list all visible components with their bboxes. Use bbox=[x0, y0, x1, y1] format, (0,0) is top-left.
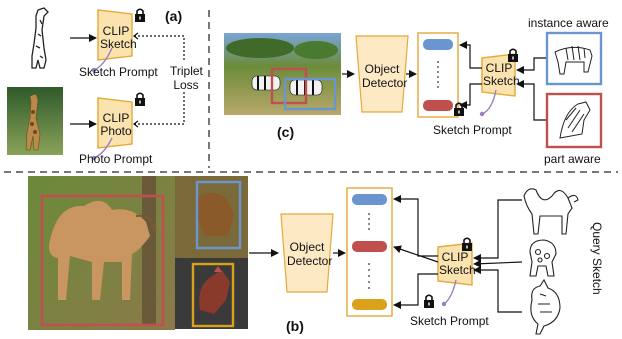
panel-a-tag: (a) bbox=[165, 8, 183, 24]
arrow-clip-to-token-red-c bbox=[459, 83, 482, 109]
triplet-text: Triplet bbox=[170, 64, 203, 78]
clip-label: CLIP bbox=[485, 61, 513, 75]
object-text: Object bbox=[289, 240, 325, 254]
object-detector-c bbox=[355, 35, 409, 113]
instance-aware-sketch-box bbox=[545, 31, 603, 86]
detector-text: Detector bbox=[362, 76, 408, 90]
part-aware-sketch-box bbox=[545, 92, 603, 149]
lock-icon bbox=[135, 8, 145, 22]
arrow-rooster-sketch-to-clip bbox=[473, 266, 522, 313]
token-ellipsis-b-bottom bbox=[368, 263, 370, 289]
panel-c-tag: (c) bbox=[277, 124, 295, 140]
lock-icon bbox=[462, 237, 472, 251]
sketch-label: Sketch bbox=[100, 37, 137, 51]
arrow-elephant-sketch-to-clip bbox=[473, 259, 523, 268]
sketch-label: Sketch bbox=[439, 263, 476, 277]
lock-icon bbox=[424, 294, 434, 308]
token-red-c bbox=[423, 100, 453, 111]
arrow-clip-to-token-red-b bbox=[393, 245, 439, 263]
bbox-red-zebra bbox=[270, 67, 308, 105]
zebra-photo bbox=[224, 33, 341, 115]
arrow-part-to-clip bbox=[516, 80, 546, 121]
clip-photo-a-label: CLIP Photo bbox=[100, 112, 132, 138]
elephant-sketch-icon bbox=[529, 239, 557, 277]
zebra-sketch-icon bbox=[554, 45, 593, 75]
rooster-sketch-icon bbox=[530, 278, 561, 335]
object-detector-b bbox=[280, 213, 334, 293]
token-ellipsis-c bbox=[437, 61, 439, 88]
arrow-instance-to-clip bbox=[516, 57, 546, 74]
camel-photo bbox=[28, 176, 175, 330]
part-aware-label: part aware bbox=[544, 152, 601, 166]
zebra-head-sketch-icon bbox=[559, 101, 591, 139]
detector-text: Detector bbox=[287, 254, 333, 268]
sketch-label: Sketch bbox=[483, 74, 520, 88]
sketch-prompt-c-label: Sketch Prompt bbox=[433, 123, 512, 137]
bbox-blue-dog bbox=[195, 180, 242, 250]
bbox-yellow-rooster bbox=[191, 262, 235, 328]
arrow-clip-to-token-yellow-b bbox=[393, 273, 438, 309]
clip-photo-a-block bbox=[97, 97, 133, 149]
panel-b-tag: (b) bbox=[286, 318, 304, 334]
lock-icon bbox=[454, 102, 464, 116]
giraffe-sketch-icon bbox=[31, 7, 49, 69]
giraffe-photo bbox=[7, 87, 63, 155]
clip-label: CLIP bbox=[102, 24, 130, 38]
token-blue-b bbox=[352, 194, 387, 205]
clip-sketch-b-label: CLIP Sketch bbox=[439, 250, 476, 277]
loss-text: Loss bbox=[173, 78, 199, 92]
clip-sketch-a-label: CLIP Sketch bbox=[100, 24, 137, 51]
dog-photo bbox=[175, 176, 248, 258]
token-yellow-b bbox=[352, 299, 387, 310]
clip-sketch-b-block bbox=[437, 242, 473, 286]
clip-label: CLIP bbox=[102, 111, 130, 125]
sketch-prompt-b-label: Sketch Prompt bbox=[410, 314, 489, 328]
clip-label: CLIP bbox=[441, 250, 469, 264]
object-detector-b-label: Object Detector bbox=[287, 240, 332, 268]
triplet-loss-label: Triplet Loss bbox=[170, 64, 203, 92]
camel-sketch-icon bbox=[523, 188, 579, 235]
arrow-clip-to-token-blue-c bbox=[459, 41, 482, 69]
triplet-loss-connector bbox=[134, 35, 185, 125]
clip-sketch-c-label: CLIP Sketch bbox=[483, 61, 520, 88]
token-red-b bbox=[352, 241, 387, 252]
clip-sketch-a-block bbox=[97, 9, 133, 61]
arrow-clip-to-token-blue-b bbox=[393, 195, 438, 257]
lock-icon bbox=[135, 92, 145, 106]
bbox-red-camel bbox=[40, 194, 165, 327]
bbox-blue-zebra bbox=[283, 77, 337, 111]
lock-icon bbox=[508, 48, 518, 62]
token-ellipsis-b-top bbox=[368, 213, 370, 230]
object-detector-c-label: Object Detector bbox=[362, 62, 407, 90]
photo-label: Photo bbox=[100, 124, 132, 138]
sketch-prompt-a-label: Sketch Prompt bbox=[79, 65, 158, 79]
instance-aware-label: instance aware bbox=[528, 16, 609, 30]
query-sketch-label: Query Sketch bbox=[590, 222, 604, 295]
object-text: Object bbox=[364, 62, 400, 76]
arrow-camel-sketch-to-clip bbox=[473, 199, 522, 262]
photo-prompt-a-label: Photo Prompt bbox=[79, 152, 153, 166]
token-blue-c bbox=[423, 39, 453, 50]
clip-sketch-c-block bbox=[481, 53, 516, 97]
rooster-photo bbox=[175, 258, 248, 329]
